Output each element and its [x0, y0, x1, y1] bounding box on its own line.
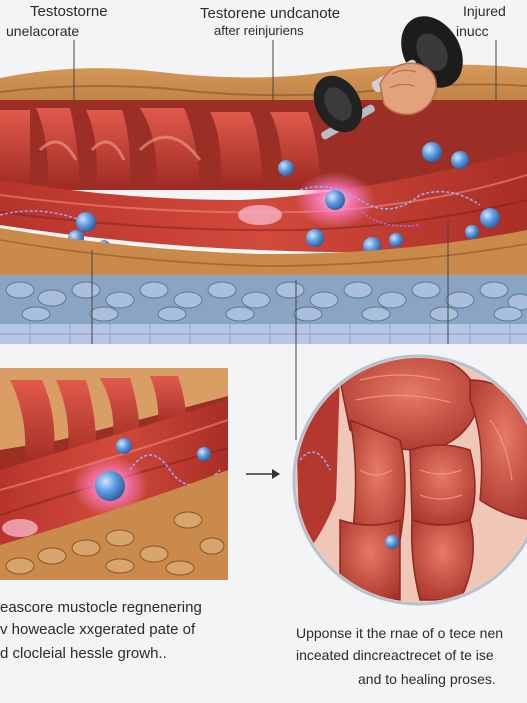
arrow-right-icon: [246, 469, 280, 479]
caption-right-line3: and to healing proses.: [358, 671, 496, 687]
label-top-right-sub: inucc: [456, 23, 489, 39]
top-cross-section: [0, 16, 527, 440]
fat-layer: [0, 228, 527, 290]
caption-right-line1: Upponse it the rnae of o tece nen: [296, 625, 504, 641]
hand-icon: [379, 62, 437, 116]
label-top-mid-title: Testorene undcanote: [200, 5, 341, 22]
muscle-band: [0, 150, 527, 253]
label-top-right-title: Injured: [463, 3, 506, 19]
zoomed-injury-panel: [0, 368, 229, 580]
label-top-left-sub: unelacorate: [6, 23, 80, 39]
label-pointers: [73, 40, 497, 440]
label-top-left-title: Testostorne: [30, 3, 108, 20]
muscle-growth-circle: [292, 354, 527, 606]
caption-left-line1: eascore mustocle regnenering: [0, 599, 202, 616]
caption-left-line2: v howeacle xxgerated pate of: [0, 621, 196, 638]
caption-left-line3: d clocleial hessle growh..: [0, 645, 167, 662]
caption-right-line2: inceated dincreactrecet of te ise: [296, 647, 494, 663]
label-top-mid-sub: after reinjuriens: [214, 23, 304, 38]
vertical-fibers: [0, 100, 527, 190]
